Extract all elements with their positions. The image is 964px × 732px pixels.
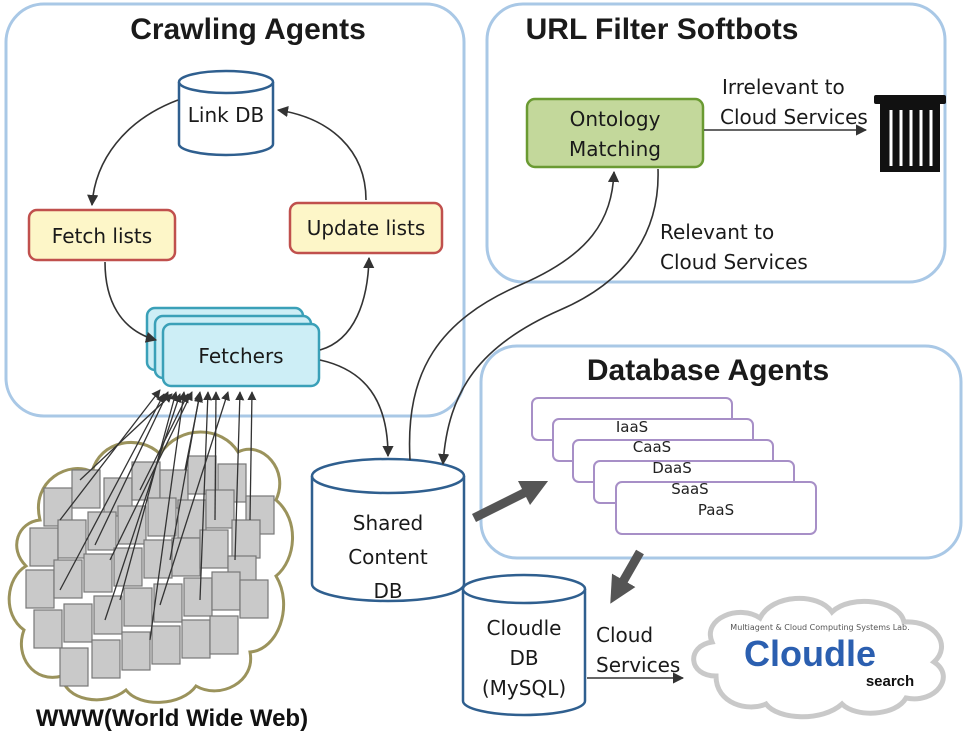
logo-main-text: Cloudle xyxy=(744,633,876,674)
www-cluster xyxy=(7,389,294,704)
web-page-icon xyxy=(153,583,183,623)
web-page-icon xyxy=(63,603,93,643)
fetchers-label: Fetchers xyxy=(198,344,283,368)
page-fetch-arrow xyxy=(247,391,257,521)
ontology-label-line2: Matching xyxy=(569,137,661,161)
irrelevant-label-line1: Irrelevant to xyxy=(722,75,845,99)
logo-lab-name: Multiagent & Cloud Computing Systems Lab… xyxy=(730,623,909,632)
crawling-agents-title: Crawling Agents xyxy=(130,13,366,46)
web-page-icon xyxy=(239,579,269,619)
database-agents-title: Database Agents xyxy=(587,354,829,387)
web-page-icon xyxy=(33,609,63,649)
page-fetch-arrow xyxy=(104,393,182,621)
page-fetch-arrow xyxy=(59,389,161,521)
update-lists-box: Update lists xyxy=(288,201,444,255)
url-filter-title: URL Filter Softbots xyxy=(526,13,799,46)
web-page-icon xyxy=(57,519,87,559)
url-filter-region: URL Filter Softbots xyxy=(485,2,947,284)
fetch-lists-box: Fetch lists xyxy=(27,208,177,262)
link-db: Link DB xyxy=(177,69,275,157)
shared-to-ontology-arrow xyxy=(408,170,620,461)
web-page-icon xyxy=(211,571,241,611)
link-db-label: Link DB xyxy=(188,103,264,127)
web-page-icon xyxy=(151,625,181,665)
relevant-label-line1: Relevant to xyxy=(660,220,774,244)
service-type-saas: SaaS xyxy=(671,480,708,498)
cloudle-db: Cloudle DB (MySQL) xyxy=(461,573,587,717)
cloud-services-label-line1: Cloud xyxy=(596,623,653,647)
cloudle-search-logo: Multiagent & Cloud Computing Systems Lab… xyxy=(691,596,946,720)
updatelists-to-linkdb-arrow xyxy=(276,106,367,201)
fetch-lists-label: Fetch lists xyxy=(52,224,152,248)
page-fetch-arrow xyxy=(149,391,188,641)
irrelevant-label-line2: Cloud Services xyxy=(720,105,868,129)
web-pages xyxy=(25,455,275,687)
fetchlists-to-fetchers-arrow xyxy=(104,261,158,343)
linkdb-to-fetchlists-arrow xyxy=(87,99,179,207)
crawling-agents-region: Crawling Agents xyxy=(4,2,466,418)
page-fetch-arrow xyxy=(159,391,230,606)
web-page-icon xyxy=(123,587,153,627)
web-page-icon xyxy=(91,639,121,679)
trash-can-icon xyxy=(874,95,946,172)
shared-to-services-arrow xyxy=(471,480,549,523)
page-fetch-arrow xyxy=(184,393,203,471)
logo-search-text: search xyxy=(866,673,914,690)
cloudle-label-line3: (MySQL) xyxy=(482,676,566,700)
web-page-icon xyxy=(121,631,151,671)
web-page-icon xyxy=(25,569,55,609)
web-page-icon xyxy=(71,469,101,509)
services-to-cloudle-arrow xyxy=(610,549,644,604)
service-type-paas: PaaS xyxy=(698,501,734,519)
page-fetch-arrow xyxy=(109,391,193,561)
web-page-icon xyxy=(171,537,201,577)
web-page-icon xyxy=(93,595,123,635)
fetchers-stack: Fetchers xyxy=(145,306,321,388)
page-fetch-arrow xyxy=(119,391,179,601)
web-page-icon xyxy=(183,577,213,617)
web-page-icon xyxy=(83,553,113,593)
page-fetch-arrow xyxy=(234,391,245,561)
www-label: WWW(World Wide Web) xyxy=(36,705,308,732)
ontology-matching-box: Ontology Matching xyxy=(525,97,705,169)
web-page-icon xyxy=(205,489,235,529)
page-fetch-arrow xyxy=(59,393,165,591)
service-type-caas: CaaS xyxy=(633,438,671,456)
web-page-icon xyxy=(29,527,59,567)
page-fetch-arrow xyxy=(211,391,221,521)
web-page-icon xyxy=(231,519,261,559)
service-type-daas: DaaS xyxy=(652,459,691,477)
ontology-label-line1: Ontology xyxy=(570,107,661,131)
web-page-icon xyxy=(209,615,239,655)
shared-label-line1: Shared xyxy=(353,511,423,535)
web-page-icon xyxy=(59,647,89,687)
shared-label-line2: Content xyxy=(348,545,428,569)
update-lists-label: Update lists xyxy=(307,216,426,240)
fetchers-to-updatelists-arrow xyxy=(319,256,375,351)
shared-label-line3: DB xyxy=(373,579,402,603)
cloud-icon xyxy=(691,596,946,720)
web-page-icon xyxy=(143,539,173,579)
fetchers-to-shared-arrow xyxy=(319,359,394,458)
page-fetch-arrow xyxy=(94,391,169,546)
relevant-label-line2: Cloud Services xyxy=(660,250,808,274)
database-agents-region: Database Agents xyxy=(479,344,963,560)
page-to-fetcher-arrows xyxy=(59,389,257,641)
web-page-icon xyxy=(199,529,229,569)
shared-content-db: Shared Content DB xyxy=(310,457,466,603)
cloudle-label-line2: DB xyxy=(509,646,538,670)
web-page-icon xyxy=(53,559,83,599)
web-page-icon xyxy=(181,619,211,659)
page-fetch-arrow xyxy=(199,391,213,601)
cloud-services-label-line2: Services xyxy=(596,653,680,677)
ontology-to-shared-arrow xyxy=(438,168,659,466)
cloudle-label-line1: Cloudle xyxy=(487,616,562,640)
web-page-icon xyxy=(147,497,177,537)
service-type-iaas: IaaS xyxy=(616,418,648,436)
service-types-stack: IaaS CaaS DaaS SaaS PaaS xyxy=(531,397,817,535)
